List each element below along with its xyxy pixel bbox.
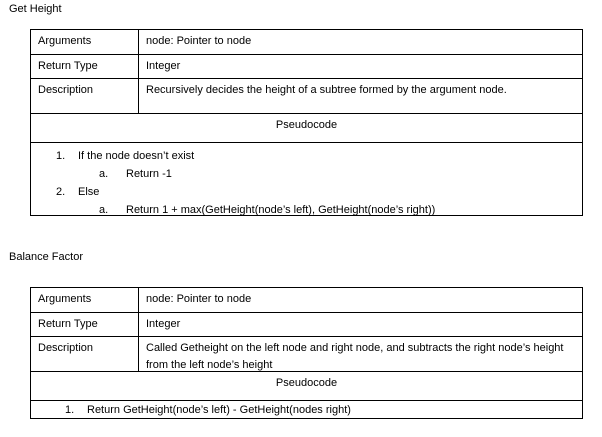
balance-factor-table: Arguments node: Pointer to node Return T…: [30, 287, 583, 419]
section-title-balance-factor: Balance Factor: [9, 251, 83, 263]
step-text: Return 1 + max(GetHeight(node’s left), G…: [126, 204, 436, 216]
section-title-get-height: Get Height: [9, 3, 62, 15]
step-marker: a.: [99, 168, 109, 180]
pseudocode-step: 1. If the node doesn’t exist: [56, 147, 582, 165]
pseudocode-step: a. Return 1 + max(GetHeight(node’s left)…: [99, 201, 582, 219]
pseudocode-step: 1. Return GetHeight(node’s left) - GetHe…: [65, 403, 582, 417]
row-label: Arguments: [31, 288, 139, 312]
table-row-return-type: Return Type Integer: [31, 55, 582, 79]
row-value: node: Pointer to node: [146, 293, 252, 305]
row-label: Description: [31, 337, 139, 371]
row-label: Return Type: [31, 313, 139, 336]
table-row-return-type: Return Type Integer: [31, 313, 582, 337]
row-value: node: Pointer to node: [146, 35, 252, 47]
step-marker: 2.: [56, 186, 66, 198]
row-label: Arguments: [31, 30, 139, 54]
table-row-arguments: Arguments node: Pointer to node: [31, 288, 582, 313]
row-value: Called Getheight on the left node and ri…: [146, 342, 564, 371]
step-marker: 1.: [65, 404, 75, 416]
table-row-arguments: Arguments node: Pointer to node: [31, 30, 582, 55]
step-text: Return -1: [126, 168, 172, 180]
table-row-description: Description Recursively decides the heig…: [31, 79, 582, 114]
pseudocode-header: Pseudocode: [31, 114, 582, 143]
pseudocode-step: a. Return -1: [99, 165, 582, 183]
step-text: Else: [78, 186, 100, 198]
step-text: Return GetHeight(node’s left) - GetHeigh…: [87, 404, 351, 416]
row-label: Return Type: [31, 55, 139, 78]
row-value: Integer: [146, 60, 181, 72]
step-marker: a.: [99, 204, 109, 216]
pseudocode-steps: 1. If the node doesn’t exist a. Return -…: [31, 143, 582, 216]
pseudocode-step: 2. Else: [56, 183, 582, 201]
row-value: Integer: [146, 318, 181, 330]
step-text: If the node doesn’t exist: [78, 150, 195, 162]
row-value: Recursively decides the height of a subt…: [146, 84, 507, 96]
row-label: Description: [31, 79, 139, 113]
pseudocode-header: Pseudocode: [31, 372, 582, 401]
table-row-description: Description Called Getheight on the left…: [31, 337, 582, 372]
step-marker: 1.: [56, 150, 66, 162]
get-height-table: Arguments node: Pointer to node Return T…: [30, 29, 583, 216]
pseudocode-steps: 1. Return GetHeight(node’s left) - GetHe…: [31, 401, 582, 417]
